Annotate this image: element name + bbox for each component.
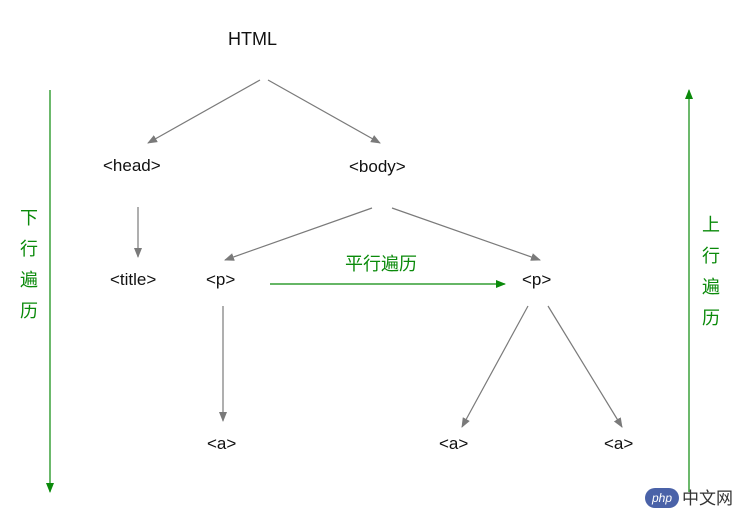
watermark-text: 中文网 <box>682 488 734 508</box>
edge-p2-a3 <box>547 305 623 428</box>
watermark-badge: php <box>645 488 680 508</box>
down-label-char: 行 <box>20 239 38 259</box>
node-html: HTML <box>228 29 277 49</box>
php-cn-watermark: php 中文网 <box>645 486 733 510</box>
node-a-right: <a> <box>604 434 634 453</box>
node-p-right: <p> <box>522 270 552 289</box>
node-a-middle: <a> <box>439 434 469 453</box>
node-title: <title> <box>110 270 157 289</box>
node-p-left: <p> <box>206 270 236 289</box>
up-label-char: 上 <box>702 215 720 235</box>
edge-p2-a2 <box>461 305 529 428</box>
up-label-char: 历 <box>702 308 720 328</box>
node-body: <body> <box>349 157 406 176</box>
parallel-traversal-label: 平行遍历 <box>345 254 417 274</box>
down-label-char: 下 <box>20 208 38 228</box>
node-head: <head> <box>103 156 161 175</box>
edge-body-p2 <box>391 207 541 261</box>
node-a-left: <a> <box>207 434 237 453</box>
down-label-char: 遍 <box>20 270 38 290</box>
down-label-char: 历 <box>20 301 38 321</box>
down-traversal-label: 下 行 遍 历 <box>19 203 39 327</box>
edge-html-body <box>267 79 381 144</box>
up-label-char: 行 <box>702 246 720 266</box>
edge-html-head <box>147 79 261 144</box>
up-traversal-label: 上 行 遍 历 <box>701 210 721 334</box>
up-label-char: 遍 <box>702 277 720 297</box>
edge-body-p1 <box>224 207 373 261</box>
